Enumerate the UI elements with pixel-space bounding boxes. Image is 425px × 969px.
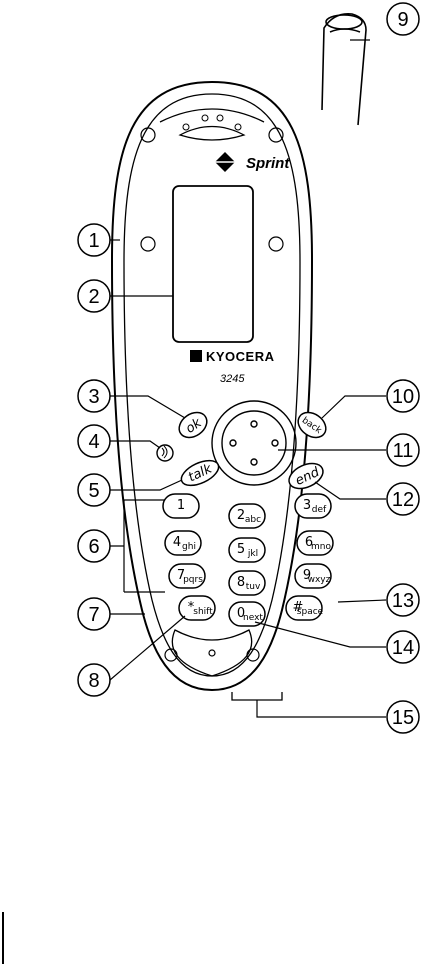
- callout-number: 6: [88, 536, 99, 558]
- model-label: 3245: [220, 373, 245, 385]
- callout-number: 14: [392, 637, 414, 659]
- callout-number: 11: [393, 440, 414, 462]
- callout-3: 3: [78, 380, 110, 412]
- callout-14: 14: [387, 631, 419, 663]
- key-hash[interactable]: #space: [286, 596, 324, 620]
- key-sub-label: jkl: [247, 549, 258, 559]
- key-main-label: 2: [237, 508, 245, 523]
- key-main-label: 8: [237, 575, 245, 590]
- antenna: [322, 14, 366, 125]
- key-sub-label: space: [297, 607, 324, 617]
- callout-number: 1: [88, 230, 99, 252]
- callout-number: 10: [392, 386, 414, 408]
- key-sub-label: next: [243, 613, 263, 623]
- callout-6: 6: [78, 530, 110, 562]
- callout-12: 12: [387, 483, 419, 515]
- key-sub-label: ghi: [182, 542, 196, 552]
- callout-1: 1: [78, 224, 110, 256]
- callout-number: 7: [88, 604, 99, 626]
- key-sub-label: abc: [245, 515, 261, 525]
- callout-5: 5: [78, 474, 110, 506]
- key-sub-label: mno: [311, 542, 331, 552]
- key-main-label: 4: [173, 535, 181, 550]
- callout-9: 9: [387, 3, 419, 35]
- key-main-label: 3: [303, 498, 311, 513]
- callout-15: 15: [387, 701, 419, 733]
- key-sub-label: wxyz: [308, 575, 331, 585]
- key-sub-label: tuv: [246, 582, 261, 592]
- callout-13: 13: [387, 584, 419, 616]
- callout-number: 3: [88, 386, 99, 408]
- key-main-label: 5: [237, 542, 245, 557]
- callout-11: 11: [387, 434, 419, 466]
- callout-number: 15: [392, 707, 414, 729]
- callout-number: 13: [392, 590, 414, 612]
- callout-7: 7: [78, 598, 110, 630]
- key-1[interactable]: 1: [163, 494, 199, 518]
- callout-number: 9: [397, 9, 408, 31]
- key-sub-label: def: [312, 505, 327, 515]
- callout-number: 5: [88, 480, 99, 502]
- key-main-label: 1: [177, 498, 185, 513]
- callout-10: 10: [387, 380, 419, 412]
- key-sub-label: shift: [193, 607, 213, 617]
- maker-label: KYOCERA: [206, 349, 275, 364]
- key-sub-label: pqrs: [183, 575, 203, 585]
- callout-8: 8: [78, 664, 110, 696]
- callout-number: 8: [88, 670, 99, 692]
- callout-number: 4: [88, 431, 99, 453]
- carrier-label: Sprint: [246, 155, 290, 172]
- callout-4: 4: [78, 425, 110, 457]
- callout-2: 2: [78, 280, 110, 312]
- callout-number: 12: [392, 489, 414, 511]
- callout-number: 2: [88, 286, 99, 308]
